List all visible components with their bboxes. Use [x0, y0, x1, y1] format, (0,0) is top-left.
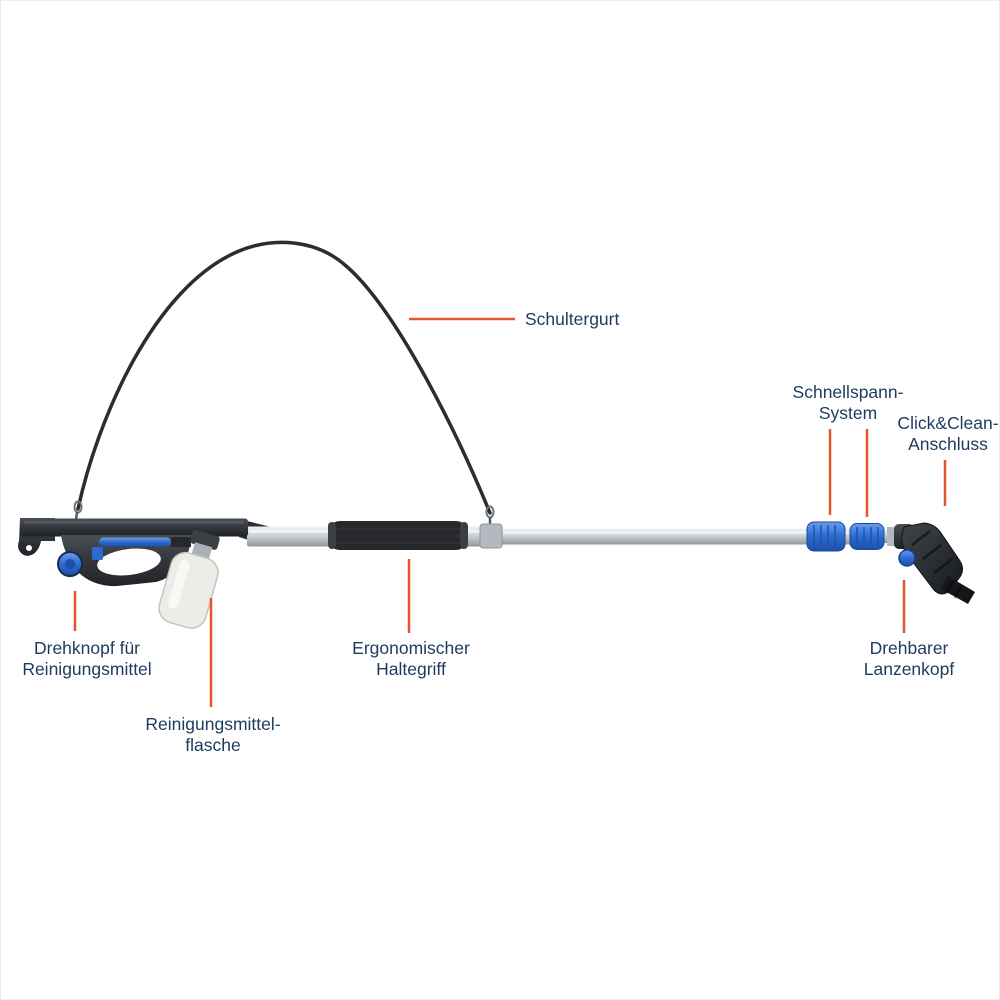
label-schultergurt: Schultergurt: [525, 309, 620, 329]
leader-lines: [73, 317, 947, 707]
handle-assembly: [18, 518, 248, 587]
detergent-bottle: [158, 530, 220, 629]
detergent-knob: [57, 551, 83, 577]
quick-clamp-collar-right: [849, 523, 885, 550]
shoulder-strap: [73, 240, 495, 526]
label-reinigungsmittel-flasche: Reinigungsmittel- flasche: [145, 714, 281, 755]
trigger-guard-opening: [97, 548, 161, 576]
pole-joint-collar: [479, 523, 503, 549]
lance-head-pivot: [898, 549, 916, 567]
label-ergonomischer-haltegriff: Ergonomischer Haltegriff: [352, 638, 470, 679]
quick-clamp-collar-left: [806, 521, 846, 552]
click-clean-connector: [941, 576, 975, 604]
label-drehknopf-reinigungsmittel: Drehknopf für Reinigungsmittel: [22, 638, 152, 679]
label-drehbarer-lanzenkopf: Drehbarer Lanzenkopf: [863, 638, 955, 679]
label-schnellspann-system: Schnellspann- System: [792, 382, 904, 423]
detergent-lever: [99, 537, 171, 547]
ergonomic-grip: [328, 521, 468, 550]
quick-clamp-system: [806, 521, 885, 552]
label-click-clean-anschluss: Click&Clean- Anschluss: [897, 413, 999, 454]
rotatable-lance-head: [887, 522, 975, 604]
